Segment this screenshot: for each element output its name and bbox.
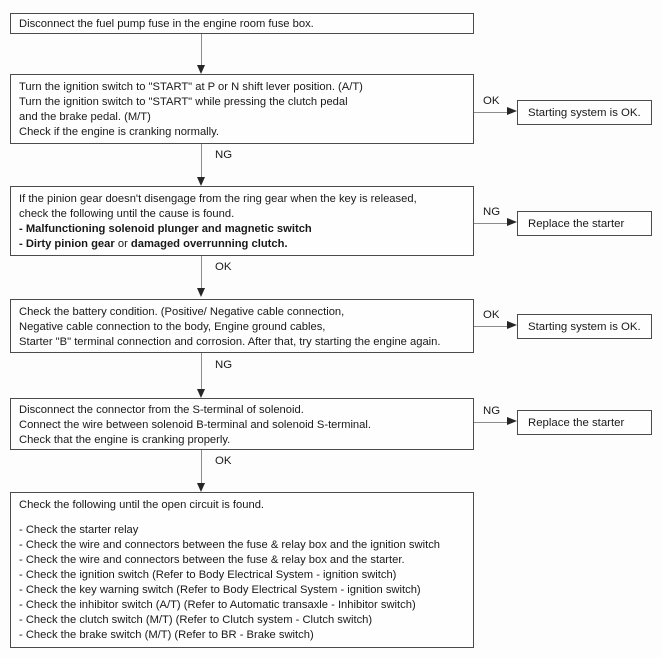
arrow-down-icon	[197, 177, 205, 186]
arrow-down-icon	[197, 65, 205, 74]
branch-label-ng: NG	[483, 405, 501, 417]
arrow-right-icon	[507, 218, 517, 226]
step-text-line: Disconnect the connector from the S-term…	[19, 404, 304, 416]
blank-line	[19, 513, 465, 523]
flow-step-crank-test: Turn the ignition switch to "START" at P…	[10, 74, 474, 144]
step-text-line: Check if the engine is cranking normally…	[19, 126, 220, 138]
branch-label-ok: OK	[483, 309, 500, 321]
step-text-line: Check that the engine is cranking proper…	[19, 434, 231, 446]
connector-line	[201, 256, 202, 288]
step-text-segment-bold: - Dirty pinion gear	[19, 238, 115, 250]
result-text: Starting system is OK.	[528, 106, 641, 119]
connector-line	[201, 34, 202, 65]
branch-label-ok: OK	[483, 95, 500, 107]
result-box-replace-starter: Replace the starter	[517, 211, 652, 236]
checklist-item: - Check the starter relay	[19, 524, 139, 536]
step-text-line: Turn the ignition switch to "START" whil…	[19, 96, 348, 108]
branch-connector-line	[474, 112, 508, 113]
arrow-right-icon	[507, 107, 517, 115]
checklist-item: - Check the inhibitor switch (A/T) (Refe…	[19, 599, 416, 611]
step-text-line: Turn the ignition switch to "START" at P…	[19, 81, 363, 93]
step-text-line: check the following until the cause is f…	[19, 208, 235, 220]
result-box-replace-starter: Replace the starter	[517, 410, 652, 435]
checklist-item: - Check the brake switch (M/T) (Refer to…	[19, 629, 314, 641]
step-heading-line: Check the following until the open circu…	[19, 499, 265, 511]
step-text-line: Connect the wire between solenoid B-term…	[19, 419, 371, 431]
checklist-item: - Check the wire and connectors between …	[19, 539, 441, 551]
checklist-item: - Check the key warning switch (Refer to…	[19, 584, 421, 596]
connector-line	[201, 353, 202, 389]
step-text-line: and the brake pedal. (M/T)	[19, 111, 151, 123]
branch-label-ng: NG	[483, 206, 501, 218]
arrow-down-icon	[197, 389, 205, 398]
step-text-line: - Dirty pinion gear or damaged overrunni…	[19, 237, 465, 252]
step-text-line: Negative cable connection to the body, E…	[19, 321, 326, 333]
arrow-right-icon	[507, 321, 517, 329]
flow-step-disconnect-fuse: Disconnect the fuel pump fuse in the eng…	[10, 13, 474, 34]
result-text: Replace the starter	[528, 416, 625, 429]
step-text-line: If the pinion gear doesn't disengage fro…	[19, 193, 417, 205]
flow-step-solenoid-jumper: Disconnect the connector from the S-term…	[10, 398, 474, 450]
connector-label-ok: OK	[215, 261, 232, 273]
arrow-down-icon	[197, 483, 205, 492]
step-text-segment: or	[114, 238, 131, 250]
result-box-starting-system-ok: Starting system is OK.	[517, 100, 652, 125]
result-box-starting-system-ok: Starting system is OK.	[517, 314, 652, 339]
step-text-segment-bold: damaged overrunning clutch.	[130, 238, 288, 250]
checklist-item: - Check the clutch switch (M/T) (Refer t…	[19, 614, 373, 626]
flow-step-battery-check: Check the battery condition. (Positive/ …	[10, 299, 474, 353]
step-text-line-bold: - Malfunctioning solenoid plunger and ma…	[19, 223, 312, 235]
result-text: Starting system is OK.	[528, 320, 641, 333]
connector-label-ok: OK	[215, 455, 232, 467]
flow-step-pinion-gear: If the pinion gear doesn't disengage fro…	[10, 186, 474, 256]
connector-label-ng: NG	[215, 149, 233, 161]
branch-connector-line	[474, 223, 508, 224]
flow-step-open-circuit-checklist: Check the following until the open circu…	[10, 492, 474, 648]
step-text-line: Disconnect the fuel pump fuse in the eng…	[19, 18, 314, 30]
connector-line	[201, 450, 202, 483]
arrow-right-icon	[507, 417, 517, 425]
result-text: Replace the starter	[528, 217, 625, 230]
branch-connector-line	[474, 326, 508, 327]
step-text-line: Starter "B" terminal connection and corr…	[19, 336, 441, 348]
connector-line	[201, 144, 202, 177]
checklist-item: - Check the ignition switch (Refer to Bo…	[19, 569, 397, 581]
connector-label-ng: NG	[215, 359, 233, 371]
checklist-item: - Check the wire and connectors between …	[19, 554, 405, 566]
step-text-line: Check the battery condition. (Positive/ …	[19, 306, 345, 318]
branch-connector-line	[474, 422, 508, 423]
arrow-down-icon	[197, 288, 205, 297]
